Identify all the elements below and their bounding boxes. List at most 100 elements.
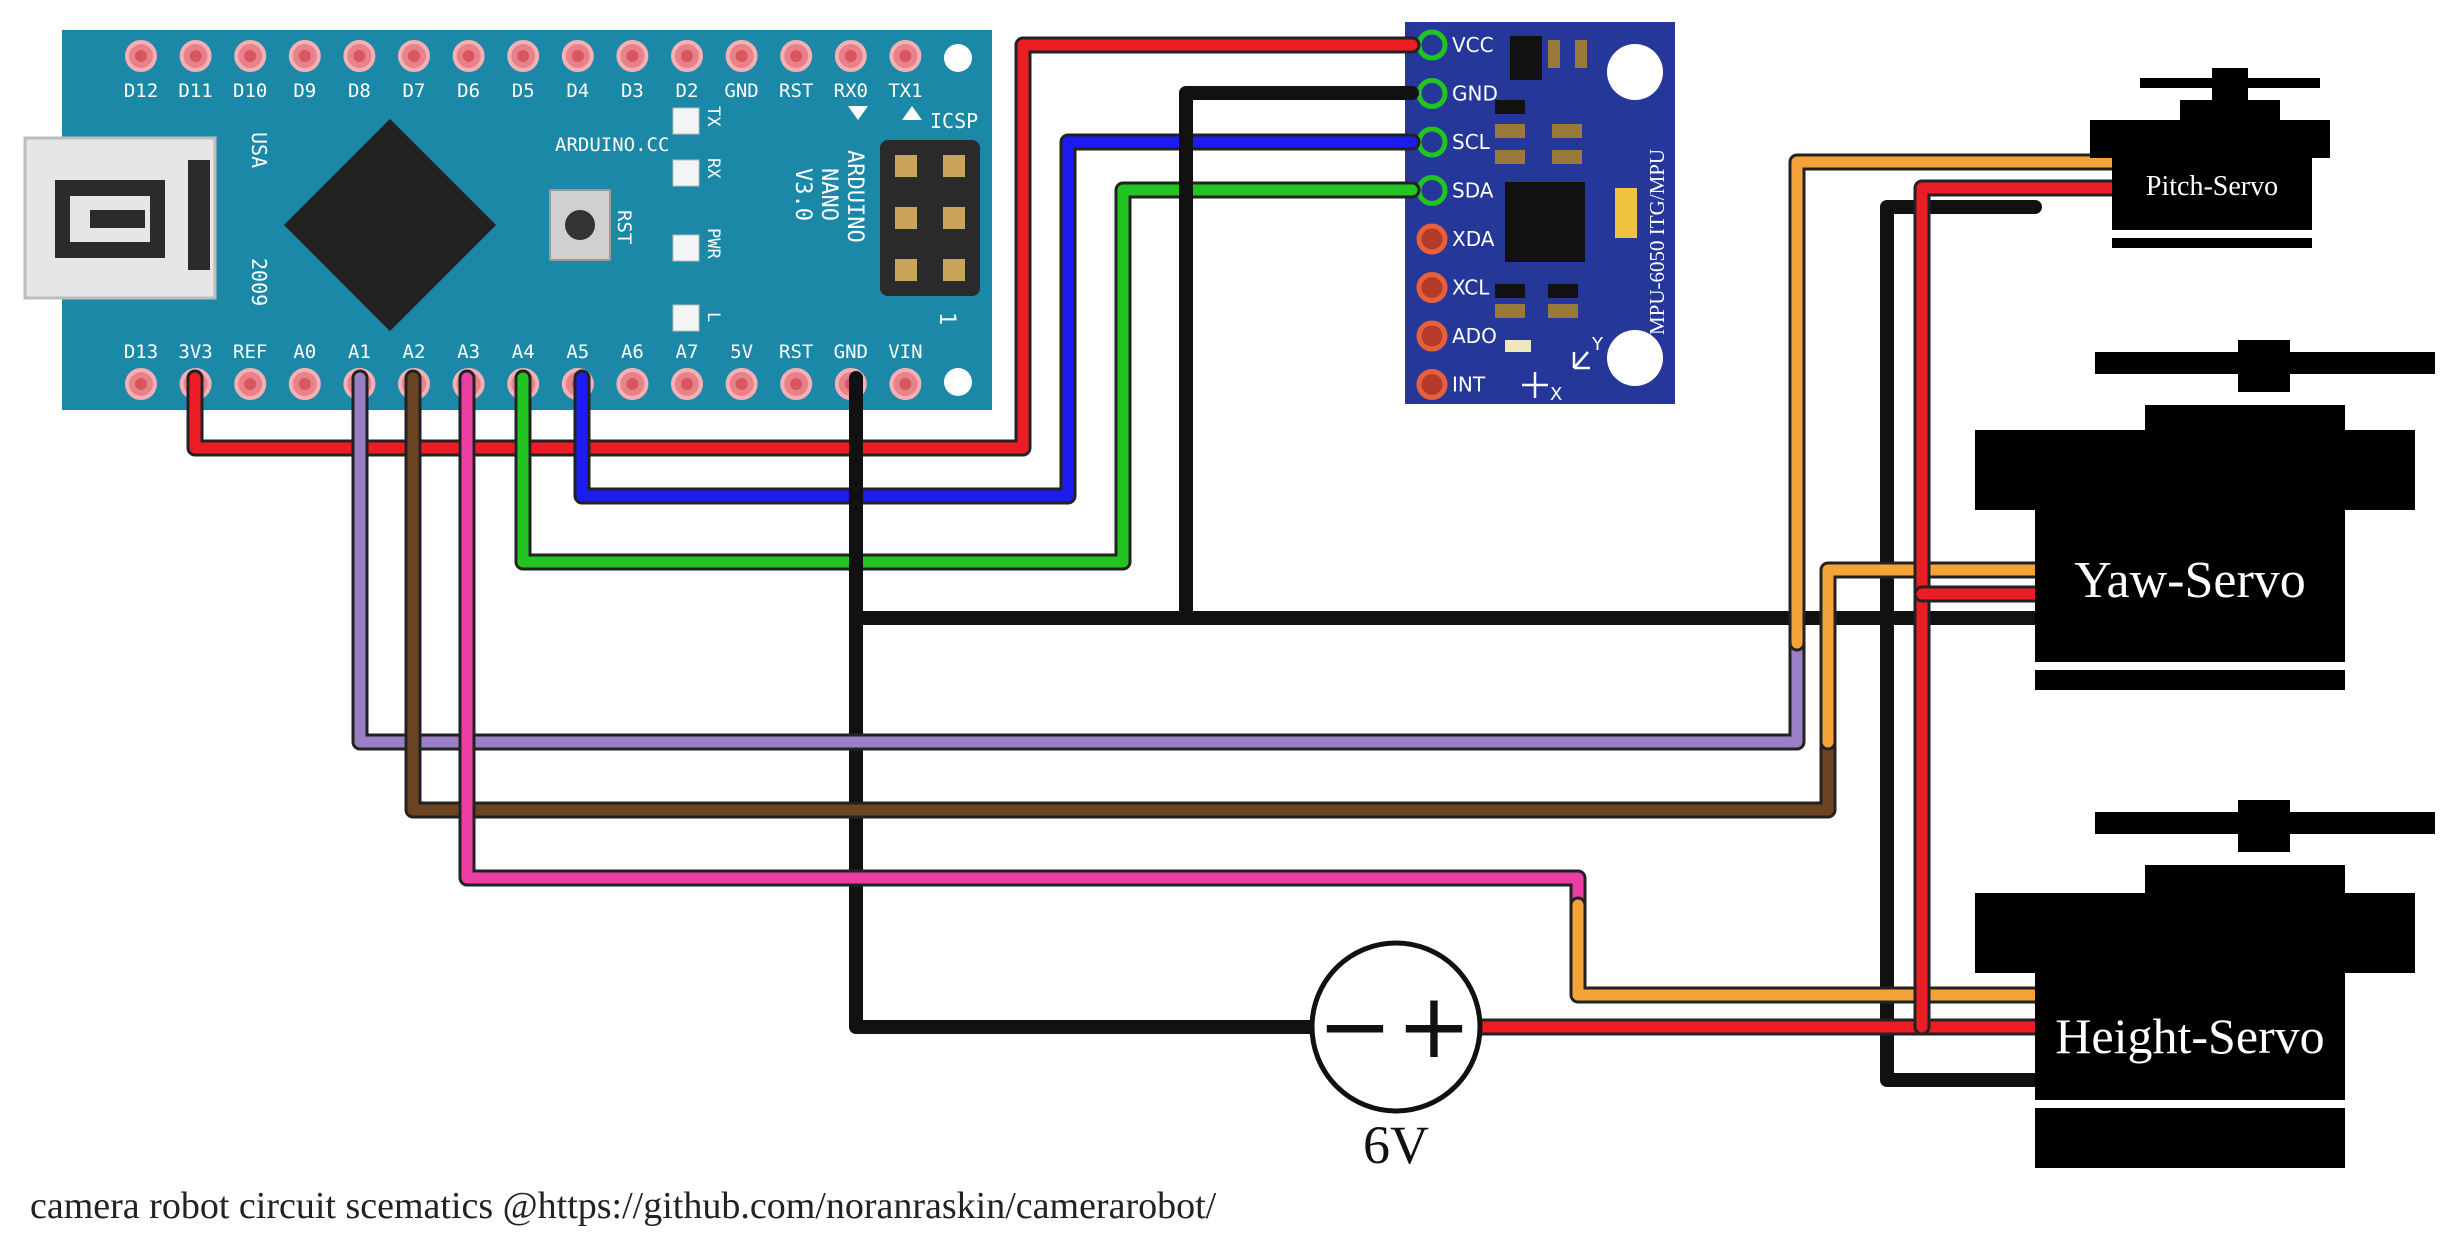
height-servo-label: Height-Servo [2055, 1008, 2324, 1064]
pin-label-top-d11: D11 [178, 80, 212, 102]
pin-label-top-d8: D8 [348, 80, 371, 102]
wire-pink-a3-height [458, 369, 1587, 914]
tx1-arrow-icon [902, 106, 922, 120]
pin-top-rx0-center [844, 50, 857, 62]
pin-label-top-tx1: TX1 [888, 80, 922, 102]
pitch-servo: Pitch-Servo [2090, 68, 2330, 248]
pin-top-tx1-center [899, 50, 912, 62]
pin-bottom-a7-center [681, 378, 693, 390]
wire-orange-height [1569, 896, 2044, 1004]
pin-label-top-rst: RST [779, 80, 813, 102]
pin-label-top-gnd: GND [724, 80, 758, 102]
led-l-label: L [703, 312, 723, 322]
pin-label-top-d4: D4 [566, 80, 589, 102]
arduino-name-line1: ARDUINO [842, 150, 867, 243]
pin-bottom-ref-center [244, 378, 257, 390]
axis-x-label: X [1550, 384, 1562, 405]
pin-label-bottom-d13: D13 [124, 341, 158, 363]
mpu-pin-scl[interactable] [1416, 126, 1448, 158]
mpu-pin-label-sda: SDA [1452, 179, 1494, 203]
mpu-pin-label-xcl: XCL [1452, 276, 1490, 300]
mpu-pin-label-gnd: GND [1452, 82, 1498, 106]
arduino-name-line3: V3.0 [790, 168, 815, 221]
arduino-name-line2: NANO [816, 168, 841, 221]
mpu-pin-label-int: INT [1452, 373, 1486, 397]
pin-top-d11-center [189, 50, 202, 62]
led-rx [672, 159, 700, 187]
led-tx [672, 107, 700, 135]
mpu-chip-label: MPU-6050 ITG/MPU [1645, 149, 1669, 335]
pin-bottom-a0-center [298, 378, 311, 390]
pin-top-d12-center [135, 50, 147, 62]
mpu-pin-label-xda: XDA [1452, 227, 1495, 251]
mpu-pin-gnd[interactable] [1416, 78, 1448, 109]
pin-label-bottom-a1: A1 [348, 341, 371, 363]
pin-label-top-d9: D9 [293, 80, 316, 102]
arduino-usa-label: USA [247, 132, 271, 168]
pin-label-bottom-a0: A0 [293, 341, 316, 363]
pin-label-bottom-gnd: GND [834, 341, 868, 363]
axis-y-label: Y [1591, 334, 1604, 355]
pin-label-bottom-a7: A7 [676, 341, 699, 363]
icsp-header [880, 140, 980, 296]
pin-top-gnd-center [735, 50, 748, 62]
mpu-pin-label-ado: ADO [1452, 324, 1497, 348]
led-l [672, 304, 700, 332]
pin-label-bottom-rst: RST [779, 341, 813, 363]
pin-label-top-d3: D3 [621, 80, 644, 102]
pin-bottom-d13-center [135, 378, 147, 390]
pin-top-d10-center [244, 50, 257, 62]
arduino-site-label: ARDUINO.CC [555, 134, 669, 156]
pin-label-bottom-a5: A5 [566, 341, 589, 363]
pin-top-d5-center [517, 50, 530, 62]
mpu-pin-ado[interactable] [1416, 320, 1448, 352]
mpu-pin-sda[interactable] [1416, 175, 1448, 206]
arduino-icsp-label: ICSP [930, 109, 978, 133]
diagram-caption: camera robot circuit scematics @https://… [30, 1185, 1217, 1227]
mpu-pin-vcc[interactable] [1416, 29, 1448, 61]
pin-top-d8-center [353, 50, 366, 62]
pin-top-d3-center [626, 50, 639, 62]
pin-label-bottom-vin: VIN [888, 341, 922, 363]
pin-label-top-rx0: RX0 [834, 80, 868, 102]
pin-label-top-d7: D7 [403, 80, 426, 102]
mpu-pin-xcl[interactable] [1416, 272, 1448, 303]
wire-black-gnd-trunk [849, 371, 1317, 1034]
pin-label-bottom-a2: A2 [403, 341, 426, 363]
wire-black-gnd-mpu [1179, 86, 1419, 625]
arduino-icsp-number: 1 [934, 312, 959, 325]
yaw-servo-label: Yaw-Servo [2074, 552, 2306, 609]
pin-label-bottom-a6: A6 [621, 341, 644, 363]
pin-label-top-d6: D6 [457, 80, 480, 102]
pin-top-d7-center [408, 50, 420, 62]
pin-label-bottom-a4: A4 [512, 341, 535, 363]
pin-label-bottom-3v3: 3V3 [178, 341, 212, 363]
pin-label-bottom-a3: A3 [457, 341, 480, 363]
battery-minus-symbol: − [1317, 974, 1392, 1079]
wires [186, 36, 2121, 1087]
mpu-sensor-chip [1505, 182, 1585, 262]
rx0-arrow-icon [848, 106, 868, 120]
pin-bottom-a6-center [626, 378, 639, 390]
pin-top-d4-center [571, 50, 584, 62]
pin-label-top-d12: D12 [124, 80, 158, 102]
pin-top-rst-center [790, 50, 803, 62]
mpu-pin-label-vcc: VCC [1452, 33, 1494, 57]
mpu-pin-int[interactable] [1416, 369, 1448, 400]
battery-plus-symbol: + [1396, 974, 1471, 1079]
led-pwr-label: PWR [703, 228, 723, 259]
pin-label-top-d10: D10 [233, 80, 267, 102]
height-servo: Height-Servo [1975, 800, 2435, 1168]
mpu-pin-xda[interactable] [1416, 223, 1448, 255]
pin-top-d2-center [681, 50, 693, 62]
pin-bottom-5v-center [735, 378, 748, 390]
pin-label-bottom-5v: 5V [730, 341, 753, 363]
pin-top-d6-center [462, 50, 475, 62]
axis-orientation-icon [1522, 351, 1590, 398]
led-pwr [672, 234, 700, 262]
pin-label-top-d5: D5 [512, 80, 535, 102]
battery-6v: − + 6V [1309, 940, 1483, 1175]
